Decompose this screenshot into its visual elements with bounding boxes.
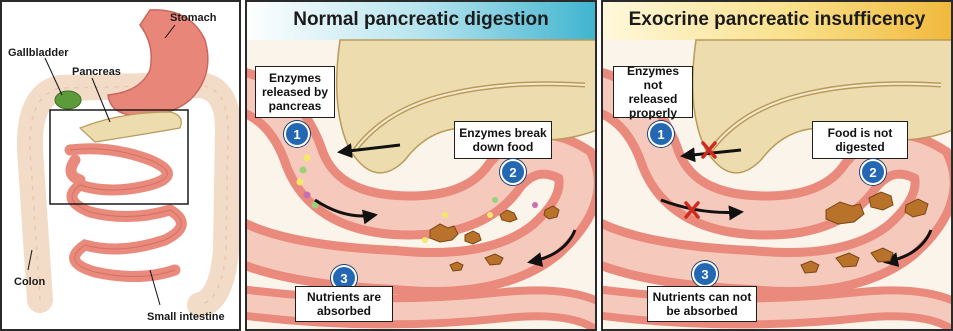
anatomy-panel: Stomach Gallbladder Pancreas Colon Small…	[0, 0, 241, 331]
normal-digestion-panel: Normal pancreatic digestion Enzymes rele…	[245, 0, 597, 331]
small-intestine-label: Small intestine	[147, 311, 225, 323]
epi-panel-title: Exocrine pancreatic insufficency	[601, 0, 953, 40]
epi-illustration	[601, 0, 953, 331]
stomach-shape	[108, 10, 208, 116]
normal-step3-callout: Nutrients are absorbed	[295, 286, 393, 322]
normal-panel-title: Normal pancreatic digestion	[245, 0, 597, 40]
normal-step1-badge: 1	[284, 121, 310, 147]
epi-step1-badge: 1	[648, 121, 674, 147]
gallbladder-label: Gallbladder	[8, 47, 69, 59]
epi-step3-badge: 3	[692, 261, 718, 287]
pancreas-label: Pancreas	[72, 66, 121, 78]
gallbladder-shape	[55, 91, 81, 109]
epi-step2-badge: 2	[860, 159, 886, 185]
epi-step1-callout: Enzymes not released properly	[613, 66, 693, 118]
pancreas-shape	[80, 112, 181, 142]
normal-step1-callout: Enzymes released by pancreas	[255, 66, 335, 118]
epi-step2-callout: Food is not digested	[812, 121, 908, 159]
epi-panel: Exocrine pancreatic insufficency Enzymes…	[601, 0, 953, 331]
stomach-label: Stomach	[170, 12, 216, 24]
epi-step3-callout: Nutrients can not be absorbed	[647, 286, 757, 322]
colon-label: Colon	[14, 276, 45, 288]
normal-step2-badge: 2	[500, 159, 526, 185]
normal-step2-callout: Enzymes break down food	[454, 121, 552, 159]
normal-digestion-illustration	[245, 0, 597, 331]
